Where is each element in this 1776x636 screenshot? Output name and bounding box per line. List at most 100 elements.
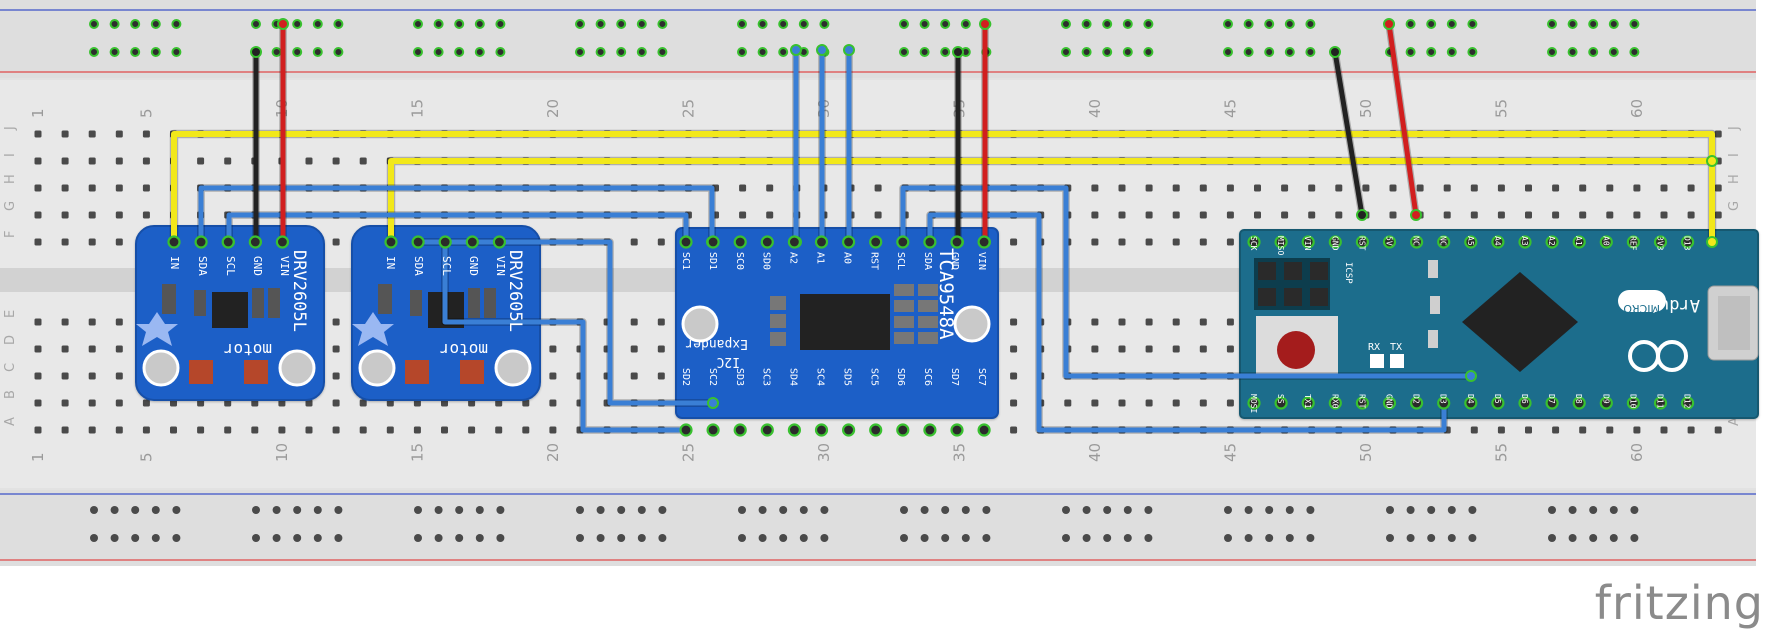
header-pin xyxy=(787,423,802,437)
breadboard-hole xyxy=(34,399,42,407)
header-pin xyxy=(679,423,693,437)
rail-hole xyxy=(413,47,423,57)
tca9548a-subtitle-expander: Expander xyxy=(685,336,748,351)
breadboard-hole xyxy=(332,345,340,353)
column-number: 15 xyxy=(408,99,426,118)
breadboard-hole xyxy=(170,426,177,434)
rail-hole xyxy=(637,534,646,542)
rail-hole xyxy=(272,534,281,542)
column-number: 55 xyxy=(1492,99,1510,118)
rail-hole xyxy=(758,506,767,514)
breadboard-hole xyxy=(115,157,123,165)
row-letter: J xyxy=(1727,126,1742,131)
breadboard-hole xyxy=(1145,184,1153,192)
breadboard-hole xyxy=(1091,184,1099,192)
breadboard-hole xyxy=(61,426,69,434)
breadboard-hole xyxy=(88,238,96,246)
rail-hole xyxy=(251,19,261,29)
breadboard-hole xyxy=(766,211,774,219)
rail-hole xyxy=(1143,47,1154,57)
breadboard-hole xyxy=(142,157,150,165)
rail-hole xyxy=(312,19,323,29)
rail-hole xyxy=(757,47,768,57)
row-letter: I xyxy=(3,153,18,157)
rail-hole xyxy=(1284,47,1295,57)
breadboard-hole xyxy=(34,184,42,192)
arduino-pin-label: A5 xyxy=(1466,236,1475,246)
rail-hole xyxy=(616,47,627,57)
rail-hole xyxy=(150,47,161,57)
mux-pin-label: RST xyxy=(868,252,879,270)
header-pin xyxy=(492,235,506,249)
wire-end xyxy=(979,18,991,30)
mux-pin-label: SD3 xyxy=(734,368,745,386)
breadboard-hole xyxy=(115,399,123,407)
rail-hole xyxy=(1265,506,1274,514)
rail-hole xyxy=(1264,19,1275,29)
breadboard-hole xyxy=(88,184,96,192)
column-number: 55 xyxy=(1492,443,1510,462)
breadboard-hole xyxy=(34,426,42,434)
breadboard-hole xyxy=(1497,426,1505,434)
breadboard-hole xyxy=(1606,211,1614,219)
rail-hole xyxy=(1427,506,1436,514)
header-pin xyxy=(1247,235,1261,249)
header-pin xyxy=(896,235,910,249)
header-pin xyxy=(1518,235,1532,249)
breadboard-hole xyxy=(1687,211,1695,219)
arduino-pin-label: D6 xyxy=(1520,394,1529,404)
header-pin xyxy=(896,423,910,437)
breadboard-hole xyxy=(549,399,557,407)
wire-end xyxy=(816,44,828,56)
rail-hole xyxy=(899,19,909,29)
header-pin xyxy=(275,235,289,249)
rail-hole xyxy=(109,19,120,29)
rail-hole xyxy=(1144,506,1153,514)
breadboard-hole xyxy=(1281,184,1289,192)
breadboard-hole xyxy=(1091,318,1099,326)
rail-hole xyxy=(313,534,322,542)
rail-hole xyxy=(1467,19,1478,29)
rail-hole xyxy=(1589,534,1598,542)
rail-hole xyxy=(1427,534,1436,542)
breadboard-hole xyxy=(1145,211,1153,219)
arduino-pin-label: VIN xyxy=(1303,236,1312,251)
drv2605l-right-pin-gnd: GND xyxy=(467,256,480,276)
drv2605l-left-title: DRV2605L xyxy=(289,250,309,332)
breadboard-hole xyxy=(1172,318,1180,326)
column-number: 60 xyxy=(1628,99,1646,118)
breadboard-hole xyxy=(1199,345,1207,353)
breadboard-hole xyxy=(61,157,69,165)
column-number: 1 xyxy=(29,452,47,462)
row-letter: C xyxy=(3,363,18,372)
rail-hole xyxy=(1467,47,1478,57)
mux-pin-label: SC5 xyxy=(868,368,879,386)
breadboard-hole xyxy=(278,399,286,407)
rail-hole xyxy=(1306,534,1315,542)
header-pin xyxy=(1437,396,1451,410)
breadboard-hole xyxy=(34,318,42,326)
arduino-pin-label: SS xyxy=(1276,394,1285,404)
breadboard-hole xyxy=(1633,184,1641,192)
column-number: 15 xyxy=(408,443,426,462)
breadboard-hole xyxy=(332,426,340,434)
wire-end xyxy=(707,397,719,409)
breadboard-hole xyxy=(115,238,123,246)
rail-hole xyxy=(1426,47,1437,57)
rail-hole xyxy=(1446,47,1457,57)
header-pin xyxy=(167,235,181,249)
rail-hole xyxy=(757,19,768,29)
rail-hole xyxy=(414,534,422,542)
breadboard-hole xyxy=(61,372,69,380)
header-pin xyxy=(977,235,991,249)
rail-hole xyxy=(414,506,422,514)
breadboard-hole xyxy=(739,184,747,192)
breadboard-hole xyxy=(1416,184,1424,192)
arduino-pin-label: RX0 xyxy=(1330,394,1339,409)
breadboard-hole xyxy=(1118,345,1126,353)
header-pin xyxy=(1464,235,1478,249)
mux-pin-label: SC3 xyxy=(761,368,772,386)
breadboard-hole xyxy=(1010,426,1018,434)
mux-pin-label: SC1 xyxy=(680,252,691,270)
